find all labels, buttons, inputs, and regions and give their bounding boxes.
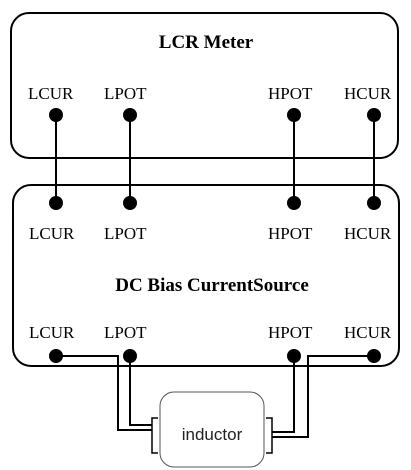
inductor-label: inductor xyxy=(182,425,243,444)
bias-bottom-lpot-terminal-dot xyxy=(123,349,137,363)
inductor-component: inductor xyxy=(151,391,273,468)
inductor-body xyxy=(159,391,265,468)
bias-top-lcur-terminal-dot xyxy=(49,196,63,210)
lcr-meter-title: LCR Meter xyxy=(159,32,254,53)
lcr-meter-box xyxy=(10,12,399,159)
bias-terminal-top-hpot-label: HPOT xyxy=(268,224,313,243)
bias-source-box xyxy=(12,184,400,367)
bias-terminal-bottom-hpot-label: HPOT xyxy=(268,323,313,342)
wire-bottom-lpot xyxy=(129,356,152,426)
bias-terminal-bottom-hcur-label: HCUR xyxy=(344,323,392,342)
bias-terminal-bottom-lcur-label: LCUR xyxy=(29,323,75,342)
bias-top-hcur-terminal-dot xyxy=(367,196,381,210)
lcr-terminal-lcur-label: LCUR xyxy=(28,84,74,103)
lcr-terminal-lpot-label: LPOT xyxy=(104,84,147,103)
inductor-left-bracket xyxy=(151,417,158,454)
bias-source-title: DC Bias CurrentSource xyxy=(115,275,309,296)
bias-bottom-lcur-terminal-dot xyxy=(49,349,63,363)
wire-bottom-lcur xyxy=(56,355,152,431)
lcr-lpot-terminal-dot xyxy=(123,108,137,122)
bias-bottom-hpot-terminal-dot xyxy=(287,349,301,363)
lcr-hcur-terminal-dot xyxy=(367,108,381,122)
bias-top-lpot-terminal-dot xyxy=(123,196,137,210)
bias-terminal-top-hcur-label: HCUR xyxy=(344,224,392,243)
wire-bottom-hpot xyxy=(272,356,295,433)
bias-terminal-top-lcur-label: LCUR xyxy=(29,224,75,243)
inductor-right-bracket xyxy=(266,417,273,454)
wire-bottom-hcur xyxy=(272,355,374,438)
lcr-hpot-terminal-dot xyxy=(287,108,301,122)
bias-terminal-top-lpot-label: LPOT xyxy=(104,224,147,243)
bias-terminal-bottom-lpot-label: LPOT xyxy=(104,323,147,342)
bias-top-hpot-terminal-dot xyxy=(287,196,301,210)
bias-bottom-hcur-terminal-dot xyxy=(367,349,381,363)
lcr-lcur-terminal-dot xyxy=(49,108,63,122)
lcr-terminal-hcur-label: HCUR xyxy=(344,84,392,103)
lcr-terminal-hpot-label: HPOT xyxy=(268,84,313,103)
